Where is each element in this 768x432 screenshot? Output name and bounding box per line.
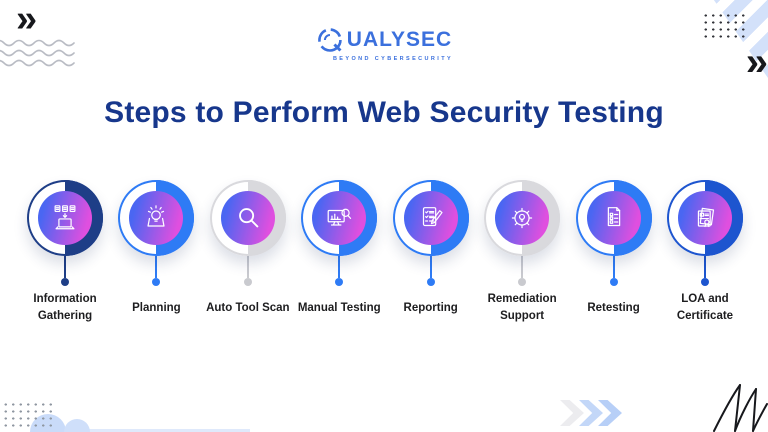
signature-scribble-decoration [713, 384, 768, 432]
step-label: Retesting [587, 301, 640, 314]
step-badge [575, 180, 652, 256]
step-icon-circle [38, 191, 92, 245]
step-label: Planning [132, 301, 181, 314]
retest-checklist-icon [607, 207, 620, 227]
qualysec-q-icon [317, 28, 342, 52]
step-connector [61, 256, 69, 286]
step-label: Auto Tool Scan [206, 301, 290, 314]
step-manual-testing: Manual Testing [294, 180, 384, 325]
step-badge [118, 180, 195, 256]
chevron-arrow-icon [560, 400, 584, 426]
step-label: LOA and Certificate [676, 293, 734, 322]
step-icon-circle [677, 191, 732, 245]
semicircle-decoration [64, 419, 90, 432]
step-reporting: Reporting [386, 180, 476, 325]
dot-grid-decoration [2, 401, 54, 429]
chevron-arrows-decoration [560, 400, 622, 426]
step-icon-circle [220, 191, 275, 245]
step-retesting: Retesting [569, 180, 659, 325]
double-chevron-icon: » [745, 40, 768, 84]
magnifier-icon [238, 208, 259, 228]
step-connector [609, 256, 618, 286]
step-icon-circle [495, 191, 550, 245]
step-remediation-support: Remediation Support [477, 180, 567, 325]
bottom-bar-decoration [88, 429, 250, 432]
step-badge [301, 180, 378, 256]
step-label: Remediation Support [487, 293, 557, 322]
logo-tagline: BEYOND CYBERSECURITY [332, 56, 454, 62]
step-connector [243, 256, 252, 286]
certificate-icon [697, 207, 715, 228]
step-connector [152, 256, 161, 286]
logo-wordmark: UALYSEC [346, 28, 453, 51]
monitor-scan-icon [327, 208, 352, 226]
laptop-documents-icon [54, 205, 76, 230]
step-auto-tool-scan: Auto Tool Scan [203, 180, 293, 325]
dot-grid-decoration [702, 12, 746, 39]
step-connector [426, 256, 435, 286]
step-badge [209, 180, 286, 256]
gear-bulb-icon [511, 207, 533, 229]
step-icon-circle [586, 191, 641, 245]
page-title: Steps to Perform Web Security Testing [104, 96, 664, 129]
step-information-gathering: Information Gathering [20, 180, 110, 325]
idea-bulb-icon [147, 205, 165, 227]
step-icon-circle [129, 191, 184, 245]
steps-row: Information Gathering Planning [20, 180, 750, 325]
double-chevron-icon: » [16, 0, 37, 40]
step-badge [666, 180, 743, 256]
step-label: Information Gathering [33, 293, 97, 322]
step-connector [700, 256, 709, 286]
report-checklist-icon [422, 207, 443, 227]
qualysec-logo: UALYSEC BEYOND CYBERSECURITY [315, 26, 453, 62]
step-planning: Planning [111, 180, 201, 325]
step-badge [484, 180, 561, 256]
step-label: Reporting [403, 301, 458, 314]
wavy-lines-decoration [0, 39, 75, 67]
step-connector [335, 256, 344, 286]
step-badge [27, 180, 103, 256]
step-loa-and-certificate: LOA and Certificate [660, 180, 750, 325]
step-label: Manual Testing [297, 301, 381, 314]
step-icon-circle [312, 191, 367, 245]
step-connector [518, 256, 527, 286]
step-badge [392, 180, 469, 256]
step-icon-circle [403, 191, 458, 245]
